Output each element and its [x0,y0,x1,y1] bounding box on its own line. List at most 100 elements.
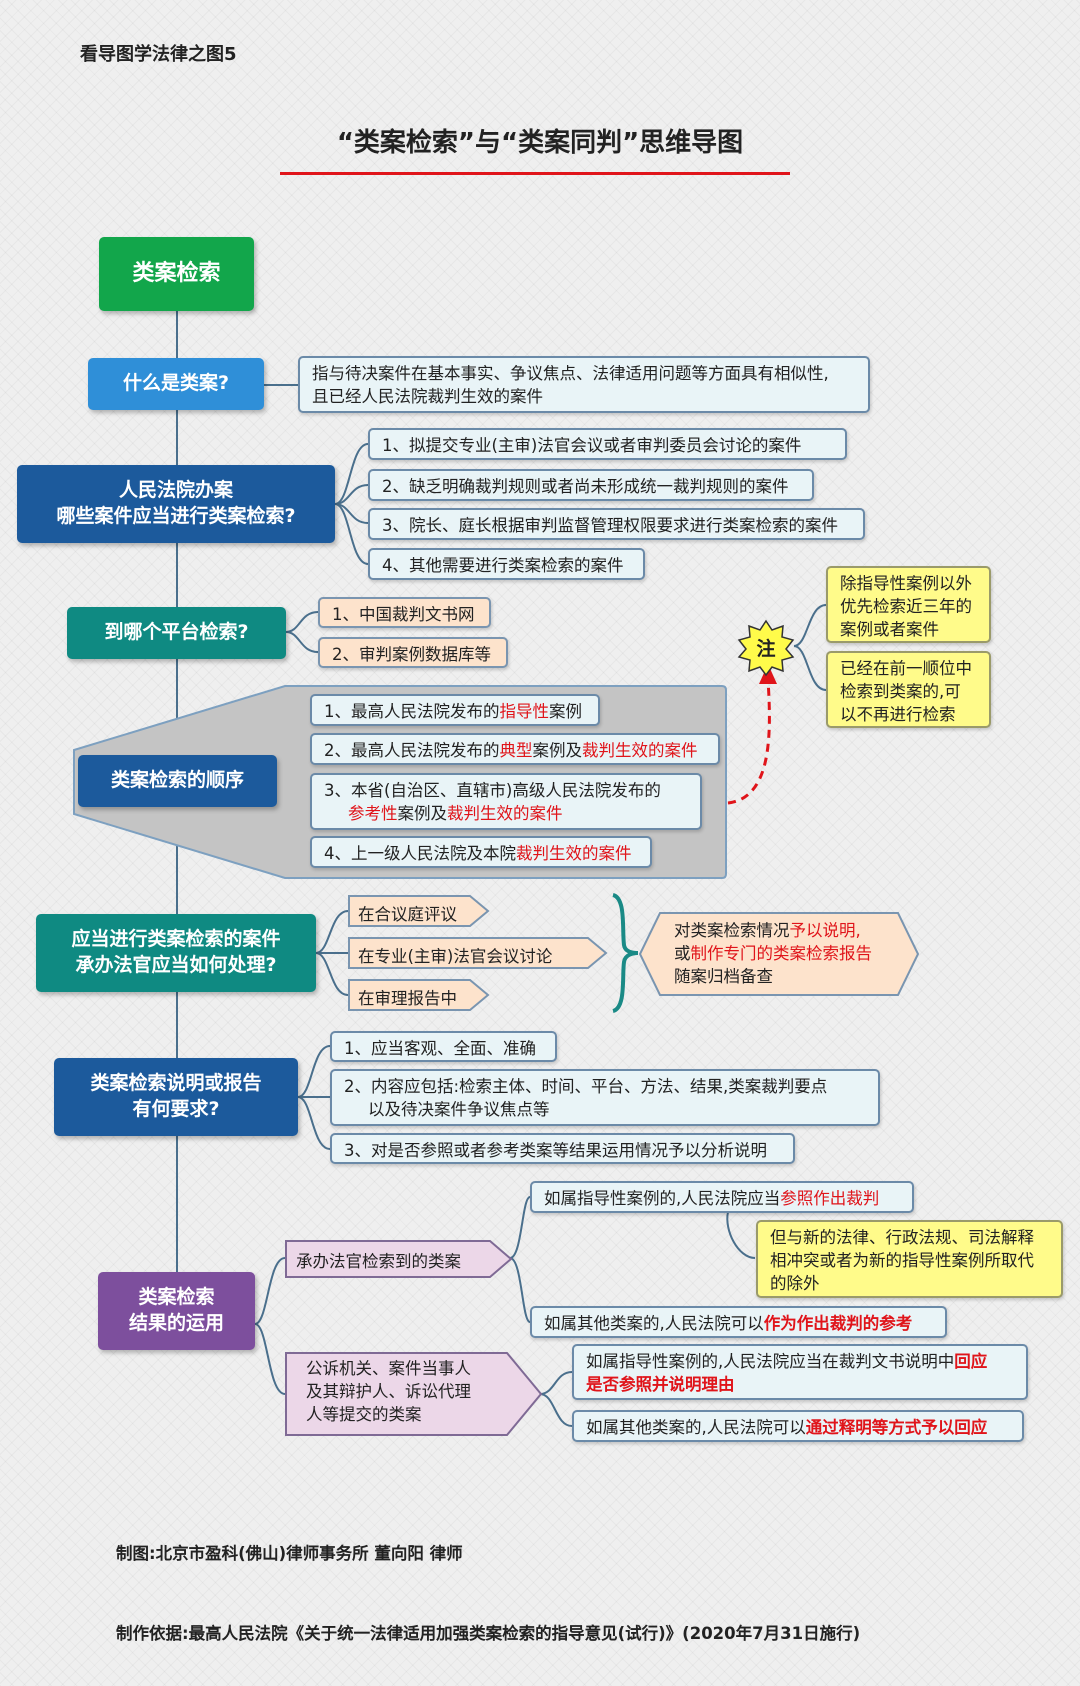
s4-item-2-a: 2、最高人民法院发布的 [324,741,500,760]
s7-b1-item-2-a: 如属其他类案的,人民法院可以 [544,1314,764,1333]
s7-b2-line2: 及其辩护人、诉讼代理 [306,1382,471,1402]
s2-node: 人民法院办案 哪些案件应当进行类案检索? [17,465,335,543]
s7-b1-label: 承办法官检索到的类案 [296,1252,461,1271]
s4-item-2-d: 裁判生效的案件 [582,741,698,760]
root-label: 类案检索 [132,261,221,287]
s7-b2-item-2: 如属其他类案的,人民法院可以通过释明等方式予以回应 [572,1410,1024,1442]
note-2-line2: 检索到类案的,可 [840,681,961,701]
root-node: 类案检索 [99,237,254,311]
s4-item-1: 1、最高人民法院发布的指导性案例 [310,694,600,726]
s7-b1-item-1-b: 参照作出裁判 [780,1189,880,1208]
s7-label-line1: 类案检索 [138,1286,215,1309]
s7-b1-note: 但与新的法律、行政法规、司法解释 相冲突或者为新的指导性案例所取代 的除外 [756,1220,1063,1298]
s3-label: 到哪个平台检索? [104,621,249,644]
s5-result-shape [638,912,920,996]
s6-item-2-line2: 以及待决案件争议焦点等 [368,1099,550,1119]
s6-item-2-line1: 2、内容应包括:检索主体、时间、平台、方法、结果,类案裁判要点 [344,1077,828,1096]
s1-desc: 指与待决案件在基本事实、争议焦点、法律适用问题等方面具有相似性, 且已经人民法院… [298,356,870,413]
s2-label-line2: 哪些案件应当进行类案检索? [56,505,296,527]
s5-label-line1: 应当进行类案检索的案件 [71,928,281,951]
s5-item-1: 在合议庭评议 [358,905,457,924]
s4-item-3: 3、本省(自治区、直辖市)高级人民法院发布的 参考性案例及裁判生效的案件 [310,773,702,830]
note-2: 已经在前一顺位中 检索到类案的,可 以不再进行检索 [826,651,991,728]
s5-item-2-shape [348,937,608,969]
s3-item-2: 2、审判案例数据库等 [318,637,508,668]
title-underline [280,172,790,175]
note-burst [737,619,795,677]
s6-node: 类案检索说明或报告 有何要求? [54,1058,298,1136]
note-1-line2: 优先检索近三年的 [840,596,972,616]
s5-label-line2: 承办法官应当如何处理? [75,954,277,976]
s4-item-4: 4、上一级人民法院及本院裁判生效的案件 [310,836,652,868]
s6-item-2: 2、内容应包括:检索主体、时间、平台、方法、结果,类案裁判要点 以及待决案件争议… [330,1069,880,1126]
s7-b2-label: 公诉机关、案件当事人 及其辩护人、诉讼代理 人等提交的类案 [306,1357,471,1426]
s4-item-1-a: 1、最高人民法院发布的 [324,702,500,721]
s5-result-e: 随案归档备查 [674,967,773,987]
s7-b1-note-line2: 相冲突或者为新的指导性案例所取代 [770,1250,1034,1270]
s6-label-line2: 有何要求? [132,1098,220,1120]
note-2-line1: 已经在前一顺位中 [840,659,972,678]
s4-label: 类案检索的顺序 [110,769,244,792]
note-label: 注 [756,638,776,660]
s4-item-3-a: 3、本省(自治区、直辖市)高级人民法院发布的 [324,781,661,800]
s1-node: 什么是类案? [88,358,264,410]
series-title: 看导图学法律之图5 [80,44,237,65]
note-1-line3: 案例或者案件 [840,619,939,639]
s4-item-2: 2、最高人民法院发布的典型案例及裁判生效的案件 [310,733,720,765]
s2-item-2: 2、缺乏明确裁判规则或者尚未形成统一裁判规则的案件 [368,469,814,501]
s7-b1-shape [285,1240,513,1278]
s5-result: 对类案检索情况予以说明, 或制作专门的类案检索报告 随案归档备查 [674,919,872,988]
page-title: “类案检索”与“类案同判”思维导图 [336,128,744,158]
s7-b1-item-1: 如属指导性案例的,人民法院应当参照作出裁判 [530,1181,914,1213]
s7-b2-item-2-b: 通过释明等方式予以回应 [805,1418,988,1437]
s7-b2-item-1-a: 如属指导性案例的,人民法院应当在裁判文书说明中 [586,1352,955,1371]
s2-item-4: 4、其他需要进行类案检索的案件 [368,548,645,580]
s7-b2-item-1: 如属指导性案例的,人民法院应当在裁判文书说明中回应 是否参照并说明理由 [572,1344,1028,1400]
note-2-line3: 以不再进行检索 [840,704,956,724]
s3-node: 到哪个平台检索? [67,607,286,659]
s7-label-line2: 结果的运用 [128,1312,224,1334]
s4-item-1-b: 指导性 [499,702,550,721]
s1-label: 什么是类案? [122,372,230,395]
footer-basis: 制作依据:最高人民法院《关于统一法律适用加强类案检索的指导意见(试行)》(202… [116,1624,861,1643]
s7-b2-line1: 公诉机关、案件当事人 [306,1359,471,1378]
s7-b1-note-line1: 但与新的法律、行政法规、司法解释 [770,1228,1034,1247]
s4-item-2-b: 典型 [499,741,533,760]
s5-result-d: 制作专门的类案检索报告 [690,944,873,964]
s7-b2-item-2-a: 如属其他类案的,人民法院可以 [586,1418,806,1437]
s7-b2-line3: 人等提交的类案 [306,1405,422,1425]
s5-result-b: 予以说明, [789,921,861,940]
s1-desc-line2: 且已经人民法院裁判生效的案件 [312,386,543,406]
s7-b1-item-2-b: 作为作出裁判的参考 [763,1314,913,1333]
s2-item-1: 1、拟提交专业(主审)法官会议或者审判委员会讨论的案件 [368,428,847,460]
s4-item-3-b: 参考性 [348,803,398,823]
s4-item-2-c: 案例及 [532,741,583,760]
s7-b2-item-1-b: 回应 [954,1352,988,1371]
footer-maker: 制图:北京市盈科(佛山)律师事务所 董向阳 律师 [116,1544,463,1563]
s5-item-3: 在审理报告中 [358,989,457,1008]
s4-item-3-d: 裁判生效的案件 [447,803,563,823]
s4-item-4-a: 4、上一级人民法院及本院 [324,844,516,863]
s2-label-line1: 人民法院办案 [118,479,233,502]
s5-result-c: 或 [674,944,691,964]
s6-item-3: 3、对是否参照或者参考类案等结果运用情况予以分析说明 [330,1133,795,1164]
note-1-line1: 除指导性案例以外 [840,574,972,593]
s5-item-1-shape [348,895,490,927]
s5-node: 应当进行类案检索的案件 承办法官应当如何处理? [36,914,316,992]
s7-b1-item-1-a: 如属指导性案例的,人民法院应当 [544,1189,781,1208]
s7-b2-shape [285,1352,543,1436]
s5-item-3-shape [348,979,490,1011]
s6-label-line1: 类案检索说明或报告 [90,1072,262,1095]
s4-item-4-b: 裁判生效的案件 [516,844,632,863]
s5-result-a: 对类案检索情况 [674,921,790,940]
s5-item-2: 在专业(主审)法官会议讨论 [358,947,553,966]
note-1: 除指导性案例以外 优先检索近三年的 案例或者案件 [826,566,991,643]
s4-item-1-c: 案例 [549,702,582,721]
s7-b1-note-line3: 的除外 [770,1273,820,1293]
s4-node: 类案检索的顺序 [78,755,277,807]
s3-item-1: 1、中国裁判文书网 [318,597,491,628]
s6-item-1: 1、应当客观、全面、准确 [330,1031,557,1062]
s7-node: 类案检索 结果的运用 [98,1272,255,1350]
s7-b1-item-2: 如属其他类案的,人民法院可以作为作出裁判的参考 [530,1306,947,1338]
s4-item-3-c: 案例及 [397,803,448,823]
